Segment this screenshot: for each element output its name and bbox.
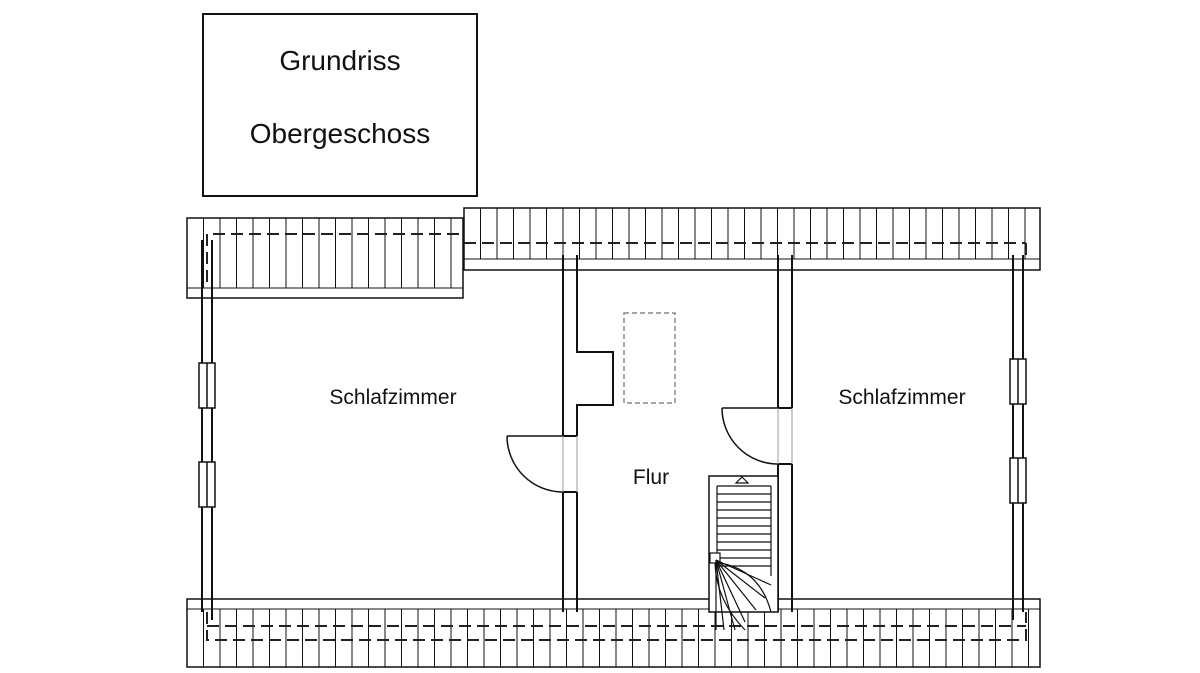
window-right-2: [1009, 457, 1027, 504]
roof-strip-bottom: [186, 598, 1041, 668]
door-right: [721, 407, 793, 465]
room-label-hall: Flur: [633, 466, 669, 489]
title-line-2: Obergeschoss: [249, 118, 431, 149]
window-left-2: [198, 461, 216, 508]
interior-wall-left: [562, 255, 614, 612]
skylight: [623, 312, 676, 404]
roof-outline-dashed: [206, 233, 1027, 641]
room-label-left: Schlafzimmer: [329, 386, 456, 409]
staircase: [708, 475, 779, 631]
exterior-wall-left: [201, 240, 213, 612]
title-block: Grundriss Obergeschoss: [202, 13, 478, 197]
roof-strip-top-right: [463, 207, 1041, 271]
roof-strip-top-left: [186, 217, 464, 299]
window-right-1: [1009, 358, 1027, 405]
door-left: [506, 435, 578, 493]
window-left-1: [198, 362, 216, 409]
room-label-right: Schlafzimmer: [838, 386, 965, 409]
interior-wall-right: [777, 255, 793, 612]
title-line-1: Grundriss: [279, 45, 401, 76]
exterior-wall-right: [1012, 255, 1024, 612]
